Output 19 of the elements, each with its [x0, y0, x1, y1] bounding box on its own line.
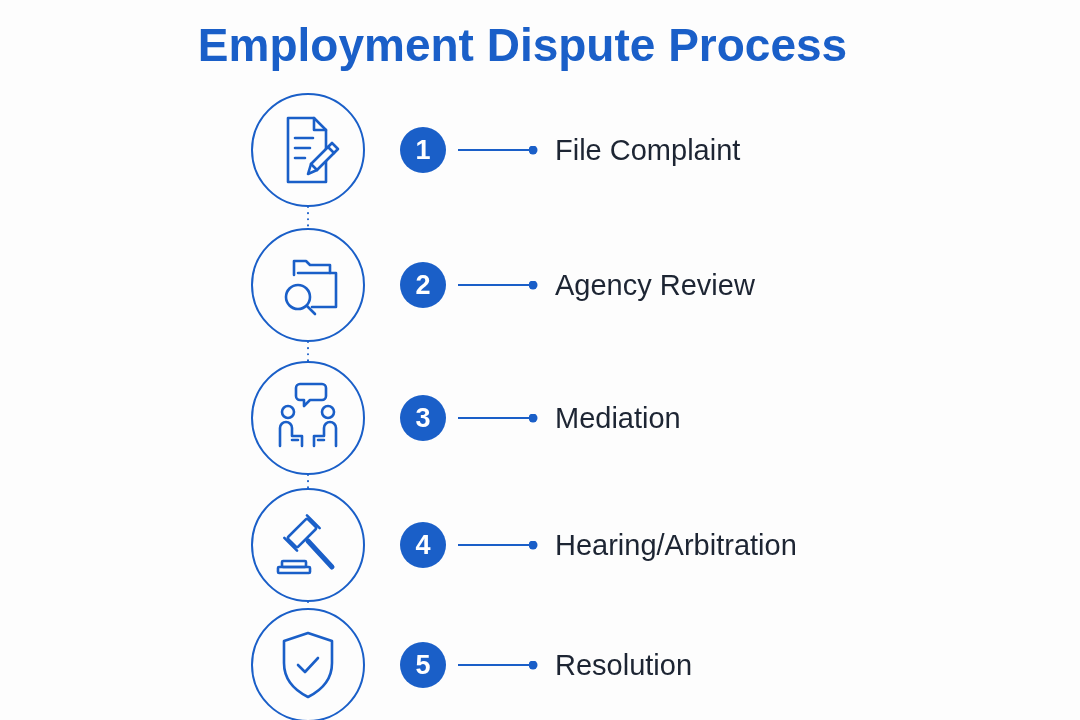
title: Employment Dispute Process	[196, 18, 849, 73]
dotted-connector	[307, 341, 309, 362]
dotted-connector	[307, 474, 309, 489]
step-label: Agency Review	[533, 263, 755, 307]
step-number-badge: 5	[400, 642, 446, 688]
step-label: Hearing/Arbitration	[533, 523, 797, 567]
connector-line	[457, 660, 538, 670]
step-label: Mediation	[533, 396, 681, 440]
step-number-badge: 4	[400, 522, 446, 568]
step-label: Resolution	[533, 643, 693, 687]
connector-line	[457, 145, 538, 155]
connector-line	[457, 540, 538, 550]
step-number-badge: 2	[400, 262, 446, 308]
step-number-badge: 3	[400, 395, 446, 441]
connector-line	[457, 280, 538, 290]
step-label: File Complaint	[533, 128, 741, 172]
step-number-badge: 1	[400, 127, 446, 173]
connector-line	[457, 413, 538, 423]
dotted-connector	[307, 206, 309, 229]
